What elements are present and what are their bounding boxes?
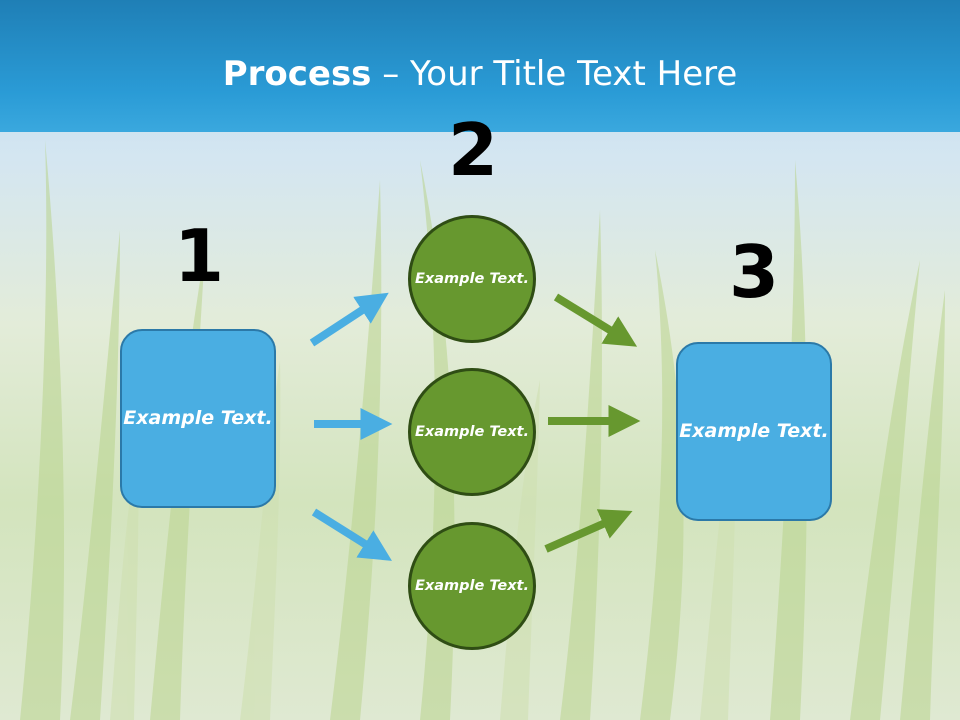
step2-circle-bottom: Example Text.: [408, 522, 536, 650]
title-rest: – Your Title Text Here: [371, 54, 738, 94]
arrow-green-up: [544, 509, 633, 553]
arrow-green-down: [553, 293, 638, 347]
step-number-2: 2: [447, 108, 499, 192]
step1-box-text: Example Text.: [123, 407, 273, 429]
step1-box: Example Text.: [120, 329, 276, 508]
step3-box: Example Text.: [676, 342, 832, 521]
step2-circle-top: Example Text.: [408, 215, 536, 343]
arrow-blue-up: [309, 292, 389, 347]
title-bar: [0, 0, 960, 132]
step-number-3: 3: [728, 230, 780, 314]
step-number-1: 1: [173, 214, 225, 298]
step2-circle-text: Example Text.: [414, 423, 530, 440]
step2-circle-middle: Example Text.: [408, 368, 536, 496]
step3-box-text: Example Text.: [679, 420, 829, 442]
arrow-blue-down: [311, 508, 392, 561]
step2-circle-text: Example Text.: [414, 577, 530, 594]
slide-title: Process – Your Title Text Here: [0, 52, 960, 96]
title-bold: Process: [222, 54, 372, 94]
step2-circle-text: Example Text.: [414, 270, 530, 287]
